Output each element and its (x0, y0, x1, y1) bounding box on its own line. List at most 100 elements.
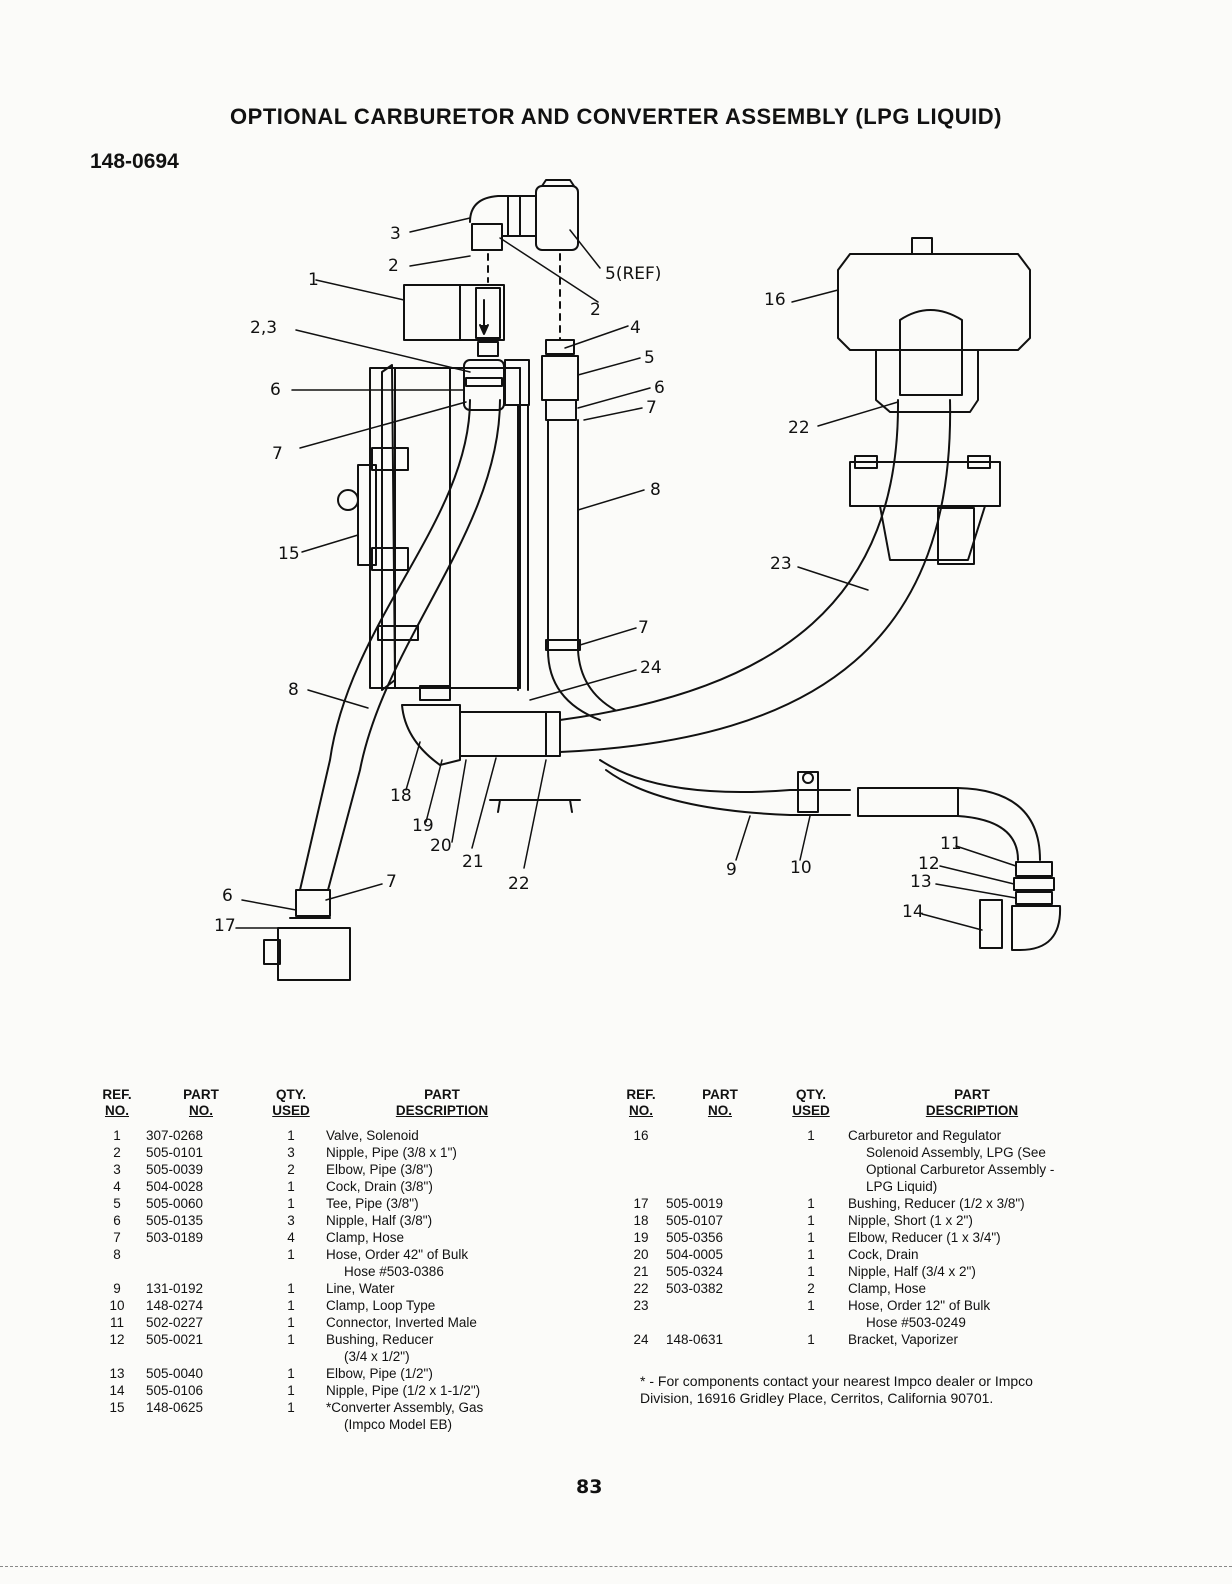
callout-label: 1 (308, 270, 319, 290)
qty-cell: 1 (287, 1179, 295, 1194)
ref-cell (88, 1416, 146, 1433)
callout-label: 11 (940, 834, 962, 854)
page-title: OPTIONAL CARBURETOR AND CONVERTER ASSEMB… (230, 104, 1002, 129)
ref-cell: 17 (633, 1196, 649, 1211)
qty-cell: 1 (287, 1247, 295, 1262)
callout-label: 3 (390, 224, 401, 244)
callout-label: 6 (654, 378, 665, 398)
callout-label: 2 (388, 256, 399, 276)
part-no-cell: 502-0227 (146, 1315, 204, 1330)
callout-label: 4 (630, 318, 641, 338)
bushing-17 (263, 889, 351, 981)
callout-label: 7 (646, 398, 657, 418)
ref-cell: 10 (109, 1298, 125, 1313)
description-cell: Nipple, Short (1 x 2") (848, 1213, 973, 1228)
part-no-cell (666, 1127, 774, 1144)
description-cell: Tee, Pipe (3/8") (326, 1196, 419, 1211)
description-cell: Hose, Order 12" of Bulk (848, 1298, 991, 1313)
hose-8-curved (299, 399, 501, 891)
ref-cell: 14 (109, 1383, 125, 1398)
part-no-cell: 505-0107 (666, 1213, 724, 1228)
table-row: LPG Liquid) (616, 1178, 1096, 1195)
part-no-cell (146, 1348, 256, 1365)
description-cell: Clamp, Loop Type (326, 1298, 436, 1313)
part-no-cell: 503-0189 (146, 1230, 204, 1245)
part-no-cell (666, 1161, 774, 1178)
qty-cell: 3 (287, 1213, 295, 1228)
part-no-cell: 505-0106 (146, 1383, 204, 1398)
callout-label: 22 (788, 418, 810, 438)
part-no-cell: 505-0356 (666, 1230, 724, 1245)
header-ref-no: REF.NO. (102, 1087, 132, 1118)
qty-cell: 1 (287, 1383, 295, 1398)
part-no-cell: 503-0382 (666, 1281, 724, 1296)
callout-label: 8 (650, 480, 661, 500)
footnote: * - For components contact your nearest … (640, 1373, 1033, 1406)
description-cell: Bracket, Vaporizer (848, 1332, 959, 1347)
qty-cell (774, 1178, 848, 1195)
callout-label: 14 (902, 902, 924, 922)
description-cell: Line, Water (326, 1281, 395, 1296)
description-cell: *Converter Assembly, Gas (326, 1400, 484, 1415)
callout-label: 6 (222, 886, 233, 906)
qty-cell: 2 (807, 1281, 815, 1296)
ref-cell: 18 (633, 1213, 649, 1228)
qty-cell: 1 (807, 1230, 815, 1245)
connector-right (979, 861, 1062, 951)
part-no-cell (146, 1263, 256, 1280)
qty-cell: 1 (807, 1247, 815, 1262)
qty-cell: 1 (807, 1264, 815, 1279)
qty-cell: 2 (287, 1162, 295, 1177)
callout-label: 6 (270, 380, 281, 400)
callout-label: 17 (214, 916, 236, 936)
table-row: (Impco Model EB) (88, 1416, 558, 1433)
qty-cell: 3 (287, 1145, 295, 1160)
description-cell: Cock, Drain (848, 1247, 919, 1262)
callout-label: 16 (764, 290, 786, 310)
description-cell: Cock, Drain (3/8") (326, 1179, 433, 1194)
description-cell: Clamp, Hose (848, 1281, 927, 1296)
part-no-cell: 505-0135 (146, 1213, 204, 1228)
ref-cell: 21 (633, 1264, 649, 1279)
qty-cell: 1 (287, 1196, 295, 1211)
qty-cell (774, 1161, 848, 1178)
description-cell: Nipple, Half (3/4 x 2") (848, 1264, 976, 1279)
assembly-number: 148-0694 (90, 150, 179, 173)
description-cell: Hose #503-0249 (866, 1315, 966, 1330)
qty-cell: 1 (287, 1332, 295, 1347)
callout-label: 7 (638, 618, 649, 638)
ref-cell (88, 1263, 146, 1280)
qty-cell (256, 1348, 326, 1365)
callout-label: 12 (918, 854, 940, 874)
callout-label: 24 (640, 658, 662, 678)
description-cell: Clamp, Hose (326, 1230, 405, 1245)
description-cell: Nipple, Pipe (3/8 x 1") (326, 1145, 457, 1160)
callout-label: 20 (430, 836, 452, 856)
description-cell: Elbow, Reducer (1 x 3/4") (848, 1230, 1001, 1245)
elbow-and-nipple-top (469, 179, 579, 341)
hose-8-vertical (545, 419, 616, 721)
part-no-cell: 505-0039 (146, 1162, 204, 1177)
qty-cell: 1 (287, 1366, 295, 1381)
description-cell: (Impco Model EB) (344, 1417, 453, 1432)
description-cell: Hose #503-0386 (344, 1264, 444, 1279)
ref-cell: 16 (633, 1128, 649, 1143)
part-no-cell: 505-0060 (146, 1196, 204, 1211)
